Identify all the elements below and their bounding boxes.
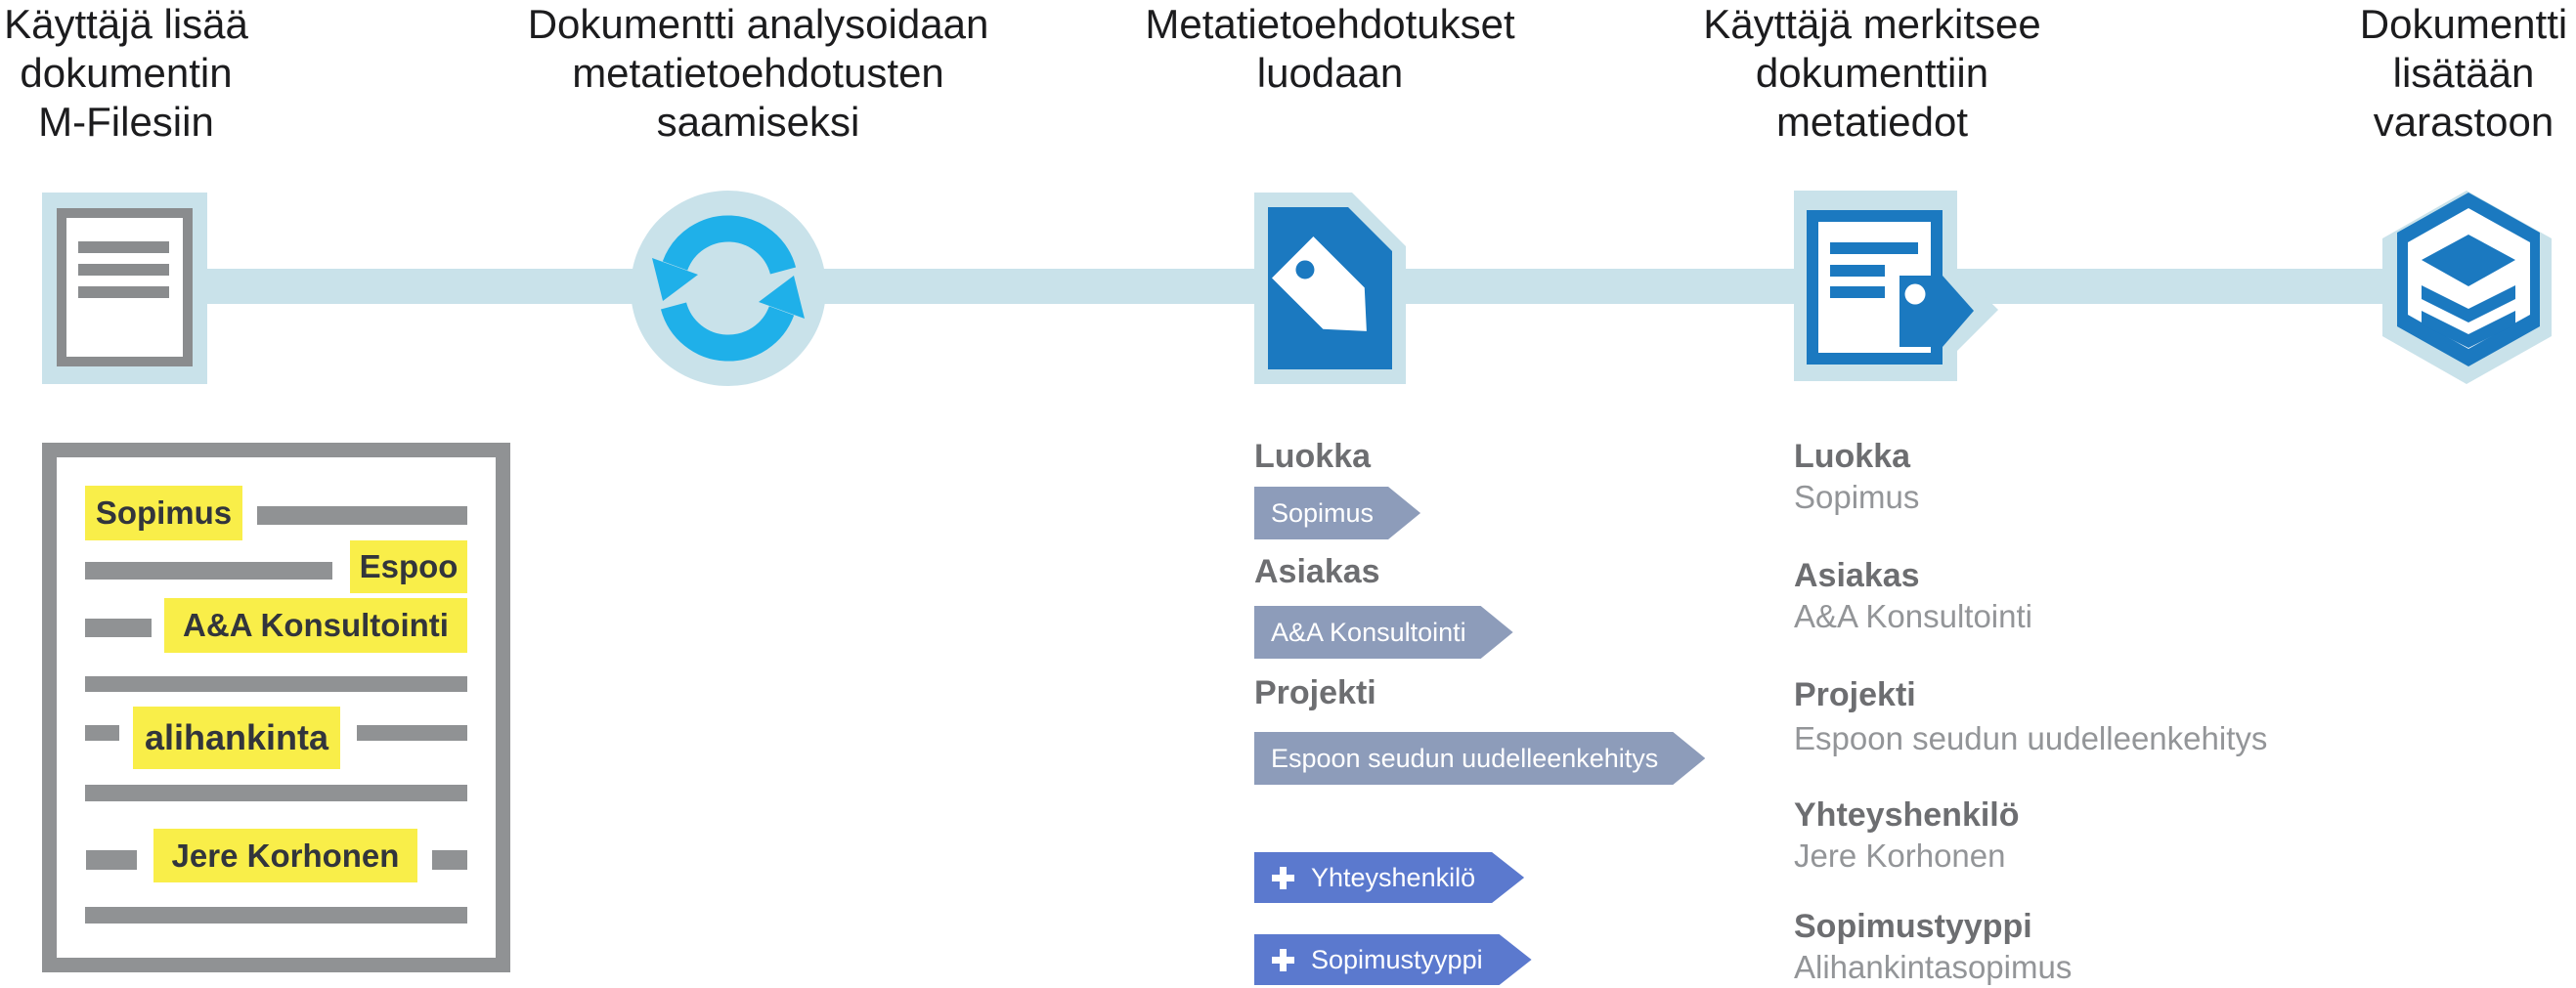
add-contract-type-button[interactable]: Sopimustyyppi — [1254, 934, 1532, 985]
text-line — [78, 264, 169, 276]
step-title-3: Metatietoehdotukset luodaan — [1064, 0, 1596, 98]
text-line — [85, 907, 467, 924]
highlight-customer: A&A Konsultointi — [164, 598, 467, 653]
step-title-1: Käyttäjä lisää dokumentin M-Filesiin — [0, 0, 252, 147]
white-tag — [1272, 236, 1367, 331]
blue-tag — [1899, 276, 1974, 347]
metadata-label-contact-person: Yhteyshenkilö — [1794, 796, 2020, 834]
metadata-value-contract-type: Alihankintasopimus — [1794, 949, 2073, 985]
metadata-label-class: Luokka — [1794, 438, 1911, 475]
text-line — [1830, 286, 1885, 298]
vault-hexagon — [2382, 191, 2552, 384]
highlight-contact-person: Jere Korhonen — [153, 829, 417, 882]
text-line — [78, 241, 169, 253]
add-contact-person-button[interactable]: Yhteyshenkilö — [1254, 852, 1524, 903]
step-title-line: dokumenttiin — [1755, 50, 1989, 96]
text-line — [78, 286, 169, 298]
highlight-contract-type: alihankinta — [133, 707, 340, 769]
metadata-value-class: Sopimus — [1794, 479, 1920, 515]
document-page — [57, 208, 193, 366]
step-title-line: lisätään — [2392, 50, 2535, 96]
vault-hexagon-icon — [2382, 191, 2552, 384]
metadata-value-contact-person: Jere Korhonen — [1794, 838, 2006, 874]
text-line — [85, 619, 152, 637]
step-title-line: Käyttäjä merkitsee — [1703, 1, 2041, 47]
add-button-label: Yhteyshenkilö — [1311, 862, 1476, 892]
plus-icon — [1272, 949, 1294, 971]
step-title-line: Dokumentti analysoidaan — [527, 1, 989, 47]
step-title-line: metatietoehdotusten — [572, 50, 944, 96]
metadata-value-customer: A&A Konsultointi — [1794, 598, 2032, 634]
text-line — [432, 850, 467, 870]
suggestion-label-project: Projekti — [1254, 674, 1376, 711]
text-line — [257, 506, 467, 525]
text-line — [357, 725, 467, 741]
step-title-line: varastoon — [2373, 99, 2554, 145]
plus-icon — [1272, 867, 1294, 889]
step-title-line: Käyttäjä lisää — [4, 1, 248, 47]
text-line — [85, 676, 467, 692]
tag-document-icon — [1254, 193, 1406, 384]
step-title-line: M-Filesiin — [38, 99, 214, 145]
step-title-line: dokumentin — [20, 50, 233, 96]
step-title-line: metatiedot — [1775, 99, 1969, 145]
document-icon — [42, 193, 207, 384]
text-line — [85, 785, 467, 801]
step-title-5: Dokumentti lisätään varastoon — [2341, 0, 2576, 147]
highlight-city: Espoo — [350, 540, 467, 593]
metadata-label-contract-type: Sopimustyyppi — [1794, 908, 2032, 945]
suggestion-label-customer: Asiakas — [1254, 553, 1380, 590]
suggestion-tag-class[interactable]: Sopimus — [1254, 487, 1420, 539]
step-title-line: luodaan — [1256, 50, 1404, 96]
metadata-label-customer: Asiakas — [1794, 557, 1920, 594]
step-title-line: Dokumentti — [2359, 1, 2568, 47]
text-line — [85, 562, 332, 580]
step-title-2: Dokumentti analysoidaan metatietoehdotus… — [472, 0, 1044, 147]
text-line — [1830, 265, 1885, 277]
highlight-class: Sopimus — [85, 486, 242, 540]
sync-icon — [631, 191, 826, 386]
sync-arrows — [652, 215, 805, 362]
text-line — [86, 850, 137, 870]
step-title-4: Käyttäjä merkitsee dokumenttiin metatied… — [1613, 0, 2131, 147]
text-line — [1830, 242, 1918, 254]
step-title-line: saamiseksi — [656, 99, 860, 145]
document-tag-icon — [1794, 191, 1999, 381]
add-button-label: Sopimustyyppi — [1311, 944, 1483, 974]
metadata-label-project: Projekti — [1794, 676, 1916, 713]
metadata-value-project: Espoon seudun uudelleenkehitys — [1794, 720, 2268, 756]
text-line — [85, 725, 119, 741]
suggestion-tag-project[interactable]: Espoon seudun uudelleenkehitys — [1254, 732, 1705, 785]
suggestion-tag-customer[interactable]: A&A Konsultointi — [1254, 606, 1513, 659]
step-title-line: Metatietoehdotukset — [1145, 1, 1515, 47]
document-preview: Sopimus Espoo A&A Konsultointi alihankin… — [42, 443, 510, 972]
suggestion-label-class: Luokka — [1254, 438, 1372, 475]
